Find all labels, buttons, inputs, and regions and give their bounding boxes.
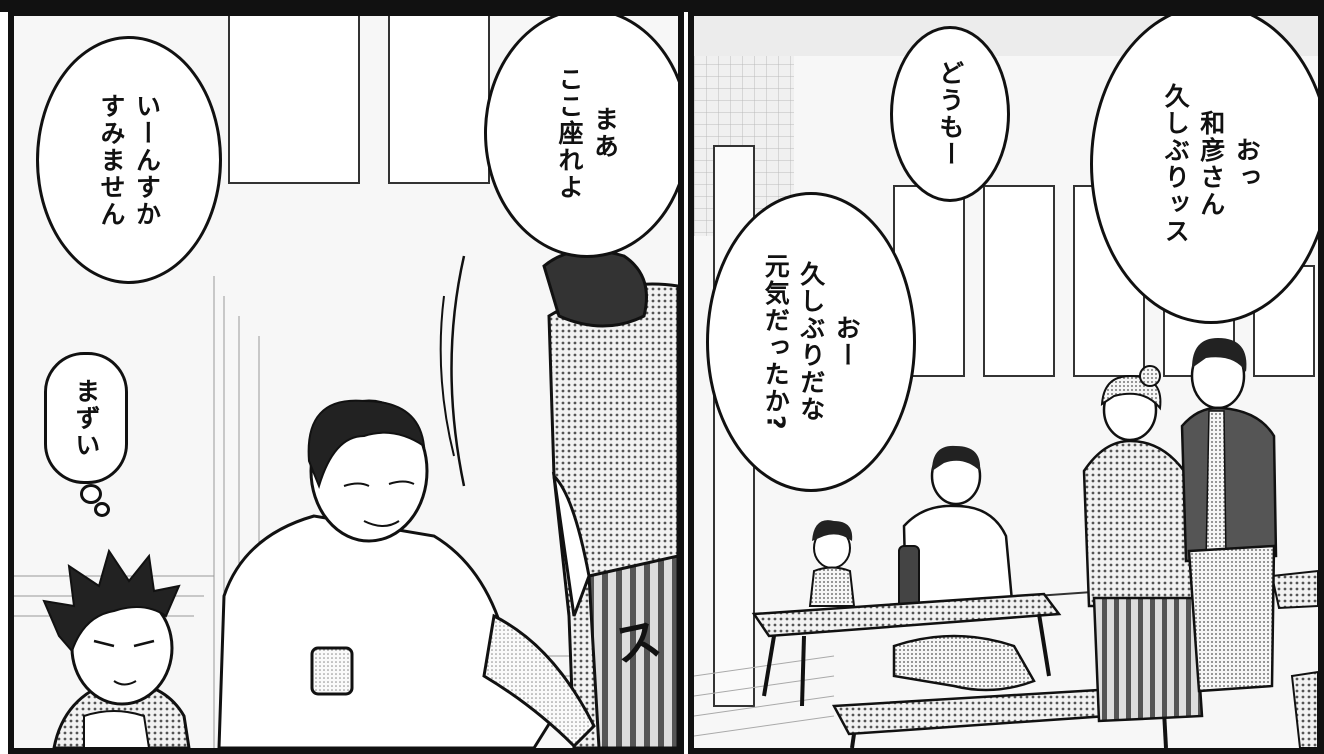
woman-pants [1092, 596, 1204, 723]
wall-window-frame [228, 16, 360, 184]
seated-man-hair [307, 399, 426, 490]
man-shirt [1180, 406, 1278, 563]
low-table [751, 592, 1062, 638]
speech-bubble-oo-genki: おー 久しぶりだな 元気だったか? [706, 192, 916, 492]
speech-bubble-kazuhiko-hisashiburi: おっ 和彦さん 久しぶりッス [1090, 16, 1318, 324]
wall-window-frame [388, 16, 490, 184]
bubble-line: 久しぶりッス [1161, 83, 1191, 245]
speech-bubble-iinsuka: いーんすか すみません [36, 36, 222, 284]
panel-left-artwork [14, 16, 678, 748]
thought-bubble-mazui: まずい [44, 352, 128, 484]
page-top-border [0, 0, 1324, 12]
thought-dot [80, 484, 102, 504]
bubble-line: 和彦さん [1196, 110, 1226, 218]
bubble-line: まずい [71, 377, 101, 459]
speech-bubble-maa-kokosuware: まあ ここ座れよ [484, 16, 678, 258]
manga-panel-right: どうもー おっ 和彦さん 久しぶりッス おー 久しぶりだな 元気だったか? [688, 10, 1324, 754]
standing-man-pants [587, 554, 678, 748]
bubble-line: ここ座れよ [555, 65, 584, 201]
shoji-panel [983, 185, 1055, 377]
bubble-line: 元気だったか? [761, 252, 791, 432]
man-pants [1187, 544, 1276, 693]
bubble-line: まあ [590, 106, 620, 160]
drinking-glass [310, 646, 354, 696]
bubble-line: どうもー [935, 60, 965, 168]
woman-top [1082, 439, 1196, 608]
bubble-line: いーんすか [132, 92, 162, 228]
standing-man-head [542, 248, 648, 328]
boy-spiky-hair [42, 548, 181, 653]
speech-bubble-doumo: どうもー [890, 26, 1010, 202]
manga-panel-left: いーんすか すみません まあ ここ座れよ まずい ス [8, 10, 684, 754]
bubble-line: おっ [1232, 137, 1262, 191]
bubble-line: おー [832, 315, 862, 369]
thought-dot [94, 502, 110, 517]
bubble-line: すみません [97, 92, 126, 228]
bubble-line: 久しぶりだな [796, 261, 826, 423]
seated-man-arm [482, 613, 596, 748]
